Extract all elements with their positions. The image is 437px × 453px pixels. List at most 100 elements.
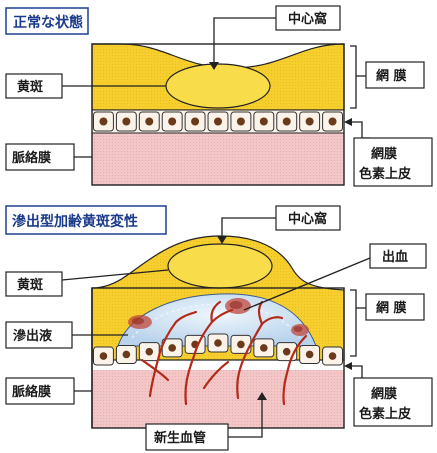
rpe-nucleus [282,117,291,126]
rpe-nucleus [328,117,337,126]
rpe-nucleus [122,350,131,359]
retina-label: 網 膜 [376,68,407,84]
retina-label-box [365,293,425,321]
fovea-leader [213,17,276,66]
retina-label-box [365,61,425,89]
rpe-arrowhead [344,118,352,126]
macula-label-box [5,73,63,99]
rpe-nucleus [328,352,337,360]
retina-bracket [350,289,357,357]
title-box [5,7,89,35]
choroid-layer-amd [92,370,344,428]
neovessel-callout: 新生血管 [145,392,267,451]
fovea-callout-amd: 中心窩 [217,205,341,244]
neovessel-arrowhead [257,392,267,400]
rpe-nucleus [237,340,245,349]
rpe-callout-normal: 網膜 色素上皮 [344,118,433,187]
fovea-arrowhead [217,236,227,244]
macula-amd [167,243,273,289]
macula-callout-normal: 黄斑 [5,73,166,99]
hemorrhage-leader [243,257,371,311]
fovea-label: 中心窩 [288,11,327,27]
retina-callout-amd: 網 膜 [350,289,425,357]
panel-normal: 正常な状態 中心窩 黄斑 網 膜 [5,5,433,187]
neovessel [184,308,234,406]
neovessel-group [140,300,308,406]
fovea-label-box [275,205,341,231]
rpe-row-normal [91,109,345,134]
rpe-nucleus [259,117,268,126]
choroid-label-box [5,143,75,171]
retina-bracket [350,45,357,109]
macula-label: 黄斑 [17,277,43,293]
panel-amd-title-text: 滲出型加齢黄斑変性 [12,213,138,230]
rpe-label-line2: 色素上皮 [359,166,411,182]
macula-label: 黄斑 [17,79,43,95]
hemorrhage-core [293,326,303,332]
rpe-label-box [353,137,433,187]
choroid-layer-normal [92,133,344,185]
fovea-label-box [275,5,341,31]
macula-leader [61,269,169,281]
macula-label-box [5,271,63,297]
title-box [5,205,167,235]
rpe-label-box [353,377,433,427]
rpe-nucleus [145,117,154,126]
choroid-label: 脈絡膜 [12,384,51,400]
exudate-label: 滲出液 [13,328,52,344]
hemorrhage-label-box [369,243,427,269]
rpe-nucleus [99,117,108,126]
frame-normal [91,43,345,186]
rpe-label-line2: 色素上皮 [359,406,411,422]
fovea-label: 中心窩 [288,211,327,227]
panel-normal-title-text: 正常な状態 [13,14,83,31]
hemorrhage-core [132,317,144,325]
rpe-nucleus [168,117,177,126]
rpe-nucleus [305,117,314,126]
fovea-arrowhead [209,62,219,70]
panel-amd-title: 滲出型加齢黄斑変性 [5,205,167,235]
rpe-nucleus [145,347,154,356]
choroid-callout-amd: 脈絡膜 [5,377,92,405]
rpe-nucleus [282,347,291,356]
rpe-label-line1: 網膜 [371,386,397,402]
rpe-nucleus [214,339,222,347]
neovessel [140,358,170,382]
neovessel [282,334,308,406]
neovessel-label: 新生血管 [154,430,206,446]
exudate-callout: 滲出液 [5,321,128,349]
neovessel-leader [228,396,263,438]
panel-normal-title: 正常な状態 [5,7,89,35]
rpe-nucleus [236,117,245,126]
neovessel-label-box [145,423,229,451]
choroid-label-box [5,377,75,405]
neovessel [148,320,178,398]
panel-amd: 滲出型加齢黄斑変性 中心窩 黄斑 [5,205,433,451]
neovessel [174,310,198,324]
rpe-nucleus [122,117,131,126]
neovessel [260,316,284,326]
fovea-callout-normal: 中心窩 [209,5,341,70]
neovessel [236,322,264,400]
macula-callout-amd: 黄斑 [5,269,169,297]
macula-normal [165,63,271,109]
rpe-nucleus [305,350,314,359]
hemorrhage-label: 出血 [382,249,408,265]
rpe-nucleus [191,117,200,126]
rpe-label-line1: 網膜 [371,146,397,162]
choroid-callout-normal: 脈絡膜 [5,143,92,171]
rpe-arrowhead [344,362,352,370]
retina-label: 網 膜 [376,300,407,316]
neovessel [202,360,230,390]
neovessel [210,300,222,324]
rpe-nucleus [99,352,108,360]
rpe-nucleus [168,344,176,352]
hemorrhage-core [229,301,243,309]
rpe-nucleus [260,344,268,352]
rpe-nucleus [214,117,222,126]
fovea-leader [221,217,276,240]
retina-callout-normal: 網 膜 [350,45,425,109]
choroid-label: 脈絡膜 [12,150,51,166]
